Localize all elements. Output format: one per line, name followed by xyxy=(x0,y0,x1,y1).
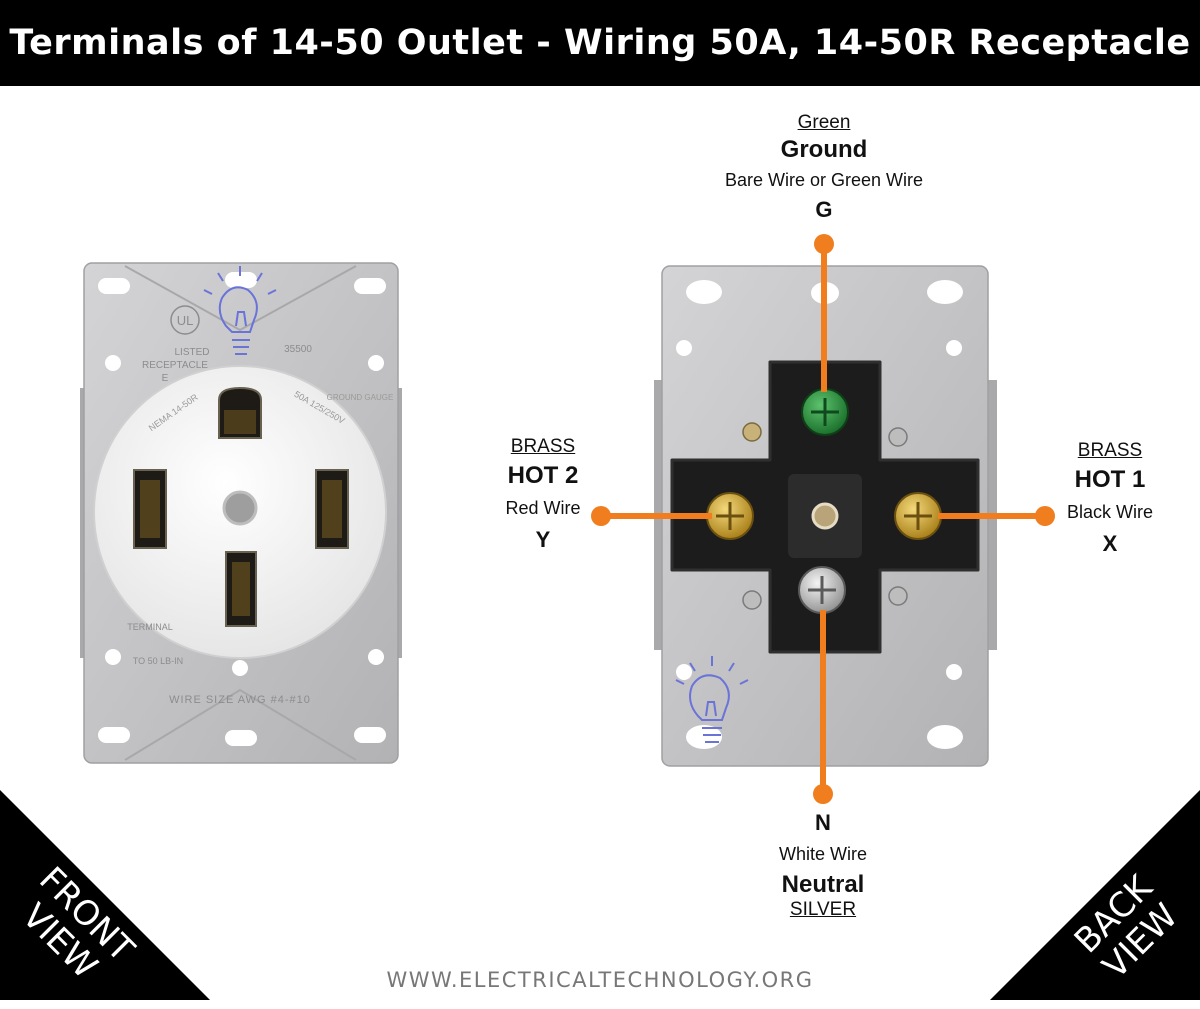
hot-1-name: HOT 1 xyxy=(1074,466,1146,493)
page-title: Terminals of 14-50 Outlet - Wiring 50A, … xyxy=(9,23,1191,63)
front-screw-hole xyxy=(232,660,248,676)
hot-1-letter: X xyxy=(1102,531,1118,556)
brass-screw-hot-2-slot xyxy=(716,502,744,530)
front-slot-hole xyxy=(98,278,130,294)
back-view-receptacle xyxy=(654,265,997,767)
neutral-wire: White Wire xyxy=(778,844,868,864)
back-slot-hole xyxy=(927,280,963,304)
small-screw xyxy=(742,590,762,610)
back-screw-hole xyxy=(946,340,962,356)
silver-screw-neutral-slot xyxy=(808,576,836,604)
plate-text-listed: LISTED xyxy=(174,347,209,358)
ground-material: Green xyxy=(797,112,851,133)
footer-website: WWW.ELECTRICALTECHNOLOGY.ORG xyxy=(386,968,814,992)
back-screw-hole xyxy=(946,664,962,680)
front-slot-hole xyxy=(225,730,257,746)
ground-leader-dot xyxy=(814,234,834,254)
plate-text-model: 35500 xyxy=(284,344,312,355)
small-screw xyxy=(888,427,908,447)
ground-slot-contact xyxy=(224,410,256,434)
front-plate-ridge-top xyxy=(124,265,357,332)
title-banner: Terminals of 14-50 Outlet - Wiring 50A, … xyxy=(0,0,1200,86)
ground-wire: Bare Wire or Green Wire xyxy=(724,170,924,190)
hot-2-material: BRASS xyxy=(510,436,576,457)
hot-1-wire: Black Wire xyxy=(1066,502,1154,522)
plate-text-terminal: TERMINAL xyxy=(127,622,173,632)
lightbulb-icon xyxy=(203,266,277,355)
small-screw xyxy=(888,586,908,606)
front-screw-hole xyxy=(368,649,384,665)
center-rivet xyxy=(222,490,258,526)
brass-screw-hot-1-slot xyxy=(904,502,932,530)
ground-letter: G xyxy=(815,197,833,222)
plate-text-wire-size: WIRE SIZE AWG #4-#10 xyxy=(169,694,311,706)
hot-2-letter: Y xyxy=(535,527,551,552)
back-view-corner-triangle xyxy=(990,790,1200,1000)
neutral-slot-contact xyxy=(232,562,250,616)
front-slot-hole xyxy=(98,727,130,743)
hot-2-name: HOT 2 xyxy=(507,462,579,489)
front-screw-hole xyxy=(105,649,121,665)
front-screw-hole xyxy=(368,355,384,371)
hot-1-leader-dot xyxy=(1035,506,1055,526)
plate-text-receptacle: RECEPTACLE xyxy=(142,360,208,371)
ground-name: Ground xyxy=(780,136,868,163)
front-view-corner-triangle xyxy=(0,790,210,1000)
ground-label: Green Ground Bare Wire or Green Wire G xyxy=(725,112,923,223)
small-screw xyxy=(742,422,762,442)
neutral-leader-dot xyxy=(813,784,833,804)
neutral-letter: N xyxy=(815,810,831,835)
back-slot-hole xyxy=(686,280,722,304)
front-slot-hole xyxy=(225,272,257,288)
neutral-material: SILVER xyxy=(789,899,857,920)
ul-mark-icon xyxy=(170,305,200,335)
ul-mark-text: UL xyxy=(177,313,194,328)
back-screw-hole xyxy=(676,340,692,356)
front-slot-hole xyxy=(354,278,386,294)
hot-2-wire: Red Wire xyxy=(505,498,581,518)
green-ground-screw-slot xyxy=(811,398,839,426)
hot-1-label: BRASS HOT 1 Black Wire X xyxy=(1067,440,1153,557)
hot-slot-x-contact xyxy=(322,480,342,538)
back-slot-hole xyxy=(927,725,963,749)
face-text-ground: GROUND GAUGE xyxy=(327,393,394,402)
neutral-label: N White Wire Neutral SILVER xyxy=(779,810,867,921)
plate-text-torque: TO 50 LB-IN xyxy=(133,656,183,666)
center-rivet-back xyxy=(811,502,839,530)
plate-text-code: E xyxy=(162,373,169,384)
hot-1-material: BRASS xyxy=(1077,440,1143,461)
neutral-name: Neutral xyxy=(781,871,865,898)
hot-2-label: BRASS HOT 2 Red Wire Y xyxy=(505,436,580,553)
hot-2-leader-dot xyxy=(591,506,611,526)
front-plate-ridge-bottom xyxy=(124,688,357,761)
front-view-receptacle: UL LISTED RECEPTACLE E 35500 NEMA 14-50R… xyxy=(80,262,402,764)
front-screw-hole xyxy=(105,355,121,371)
leader-lines xyxy=(591,234,1055,804)
back-screw-hole xyxy=(676,664,692,680)
lightbulb-icon xyxy=(675,656,749,743)
hot-slot-y-contact xyxy=(140,480,160,538)
front-slot-hole xyxy=(354,727,386,743)
